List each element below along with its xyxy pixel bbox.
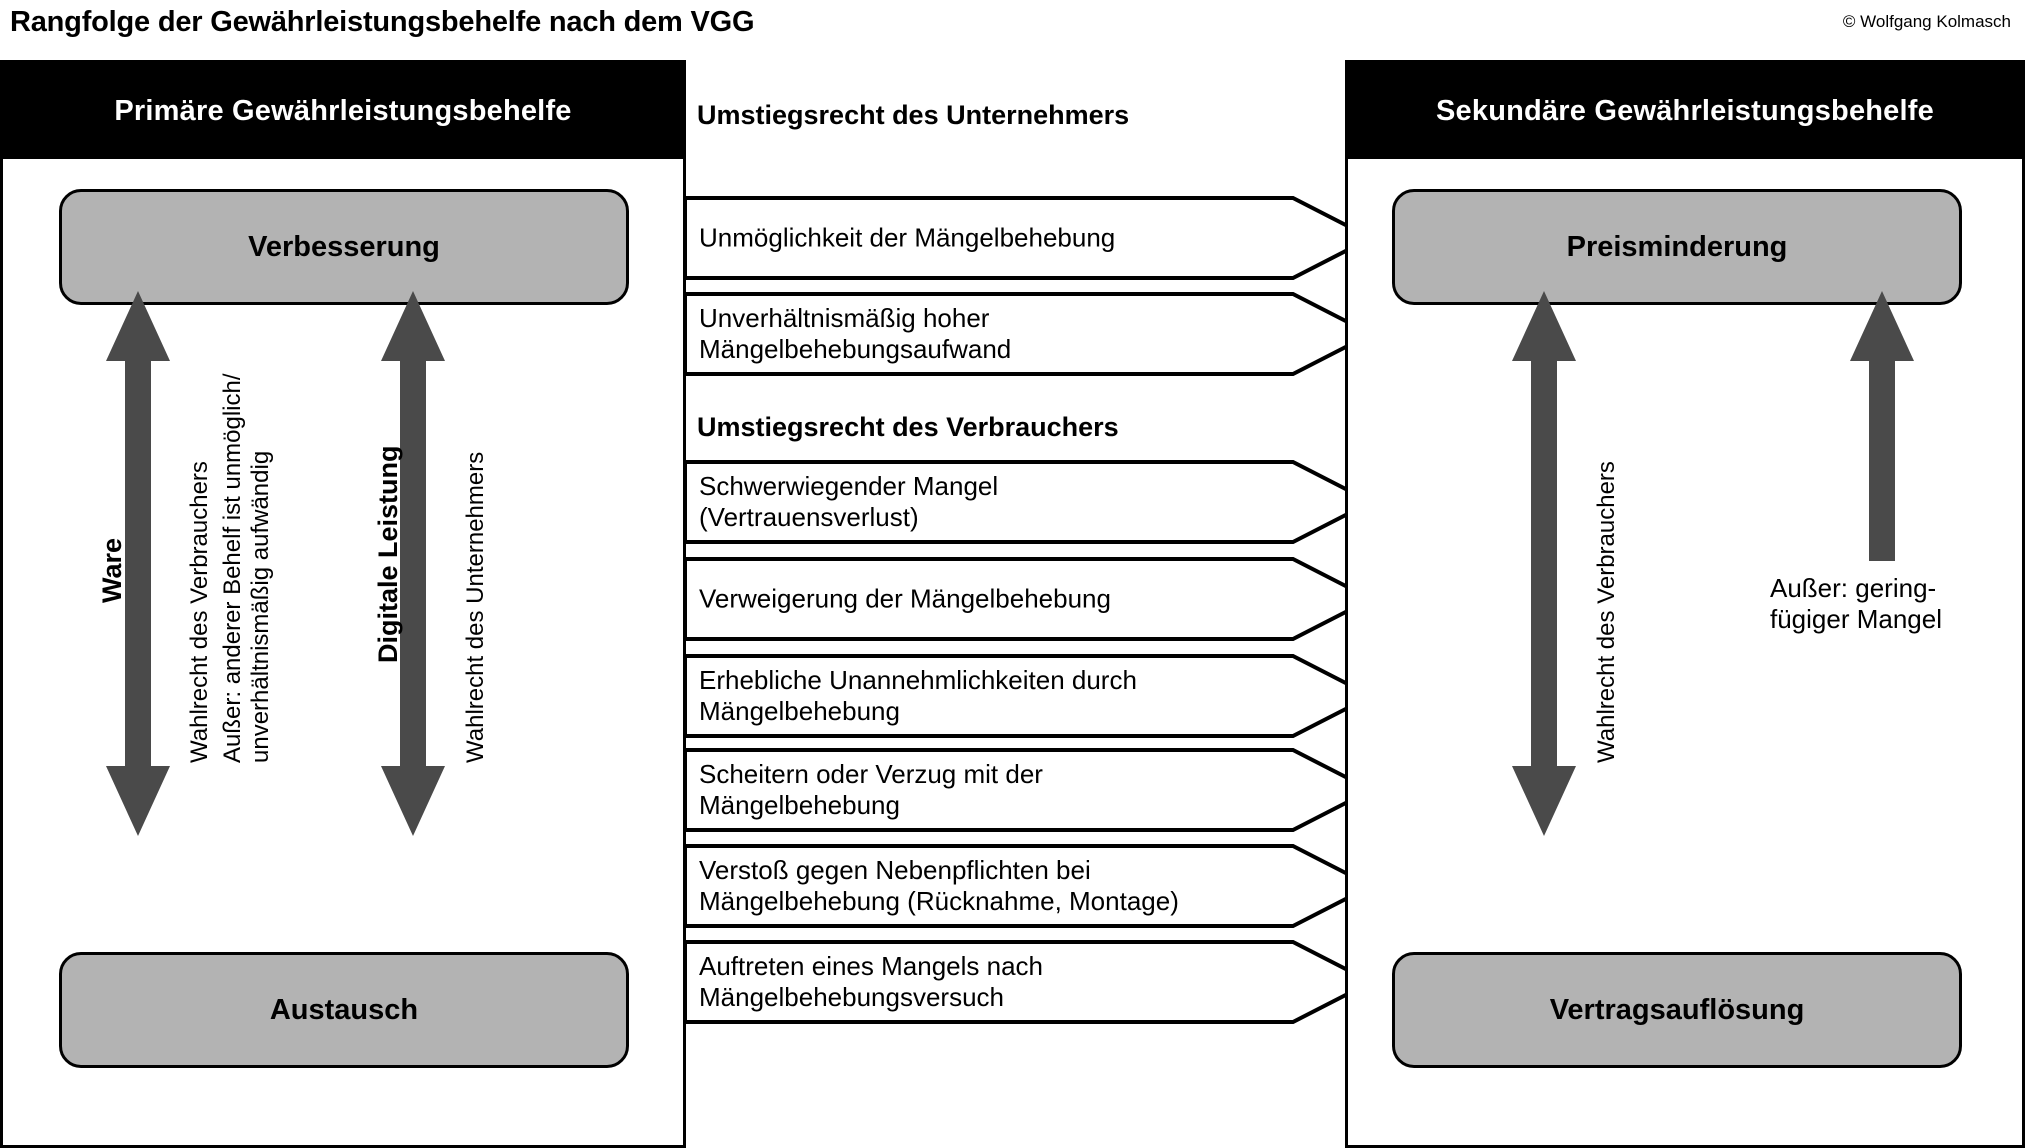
arrow-geringfuegiger-mangel-up — [1850, 291, 1914, 561]
chevron-label: Verstoß gegen Nebenpflichten bei Mängelb… — [699, 854, 1179, 916]
chevron-label: Scheitern oder Verzug mit der Mängelbehe… — [699, 758, 1043, 820]
section-heading-verbraucher: Umstiegsrecht des Verbrauchers — [697, 412, 1119, 442]
chevron-erhebliche-unannehmlichkeiten[interactable]: Erhebliche Unannehmlichkeiten durch Mäng… — [683, 654, 1376, 738]
transition-rights-column: Umstiegsrecht des Unternehmers Unmöglich… — [683, 60, 1376, 1148]
secondary-remedies-header: Sekundäre Gewährleistungsbehelfe — [1348, 63, 2022, 159]
chevron-schwerwiegender-mangel[interactable]: Schwerwiegender Mangel (Vertrauensverlus… — [683, 460, 1376, 544]
chevron-unmoeglichkeit[interactable]: Unmöglichkeit der Mängelbehebung — [683, 196, 1376, 280]
label-wahlrecht-unternehmers: Wahlrecht des Unternehmers — [462, 451, 489, 763]
label-ausser-geringfuegiger-mangel: Außer: gering- fügiger Mangel — [1770, 573, 1942, 635]
box-vertragsaufloesung[interactable]: Vertragsauflösung — [1392, 952, 1962, 1068]
label-wahlrecht-verbrauchers-right: Wahlrecht des Verbrauchers — [1593, 461, 1620, 763]
chevron-label: Schwerwiegender Mangel (Vertrauensverlus… — [699, 470, 999, 532]
chevron-label: Verweigerung der Mängelbehebung — [699, 583, 1111, 614]
chevron-unverhaeltnismaessig-aufwand[interactable]: Unverhältnismäßig hoher Mängelbehebungsa… — [683, 292, 1376, 376]
secondary-remedies-panel: Sekundäre Gewährleistungsbehelfe Preismi… — [1345, 60, 2025, 1148]
box-austausch[interactable]: Austausch — [59, 952, 629, 1068]
chevron-auftreten-mangel-nach-versuch[interactable]: Auftreten eines Mangels nach Mängelbeheb… — [683, 940, 1376, 1024]
chevron-label: Erhebliche Unannehmlichkeiten durch Mäng… — [699, 664, 1137, 726]
label-ware: Ware — [97, 537, 127, 603]
section-heading-unternehmer: Umstiegsrecht des Unternehmers — [697, 100, 1130, 130]
chevron-scheitern-verzug[interactable]: Scheitern oder Verzug mit der Mängelbehe… — [683, 748, 1376, 832]
box-preisminderung[interactable]: Preisminderung — [1392, 189, 1962, 305]
chevron-label: Unverhältnismäßig hoher Mängelbehebungsa… — [699, 302, 1012, 364]
chevron-label: Auftreten eines Mangels nach Mängelbeheb… — [699, 950, 1043, 1012]
label-digitale-leistung: Digitale Leistung — [373, 445, 403, 663]
box-verbesserung[interactable]: Verbesserung — [59, 189, 629, 305]
page-title: Rangfolge der Gewährleistungsbehelfe nac… — [10, 6, 755, 38]
arrow-wahlrecht-verbrauchers-double — [1512, 291, 1576, 836]
arrow-ware-double — [106, 291, 170, 836]
arrow-digitale-leistung-double — [381, 291, 445, 836]
chevron-verstoss-nebenpflichten[interactable]: Verstoß gegen Nebenpflichten bei Mängelb… — [683, 844, 1376, 928]
chevron-label: Unmöglichkeit der Mängelbehebung — [699, 222, 1116, 253]
copyright-notice: © Wolfgang Kolmasch — [1842, 12, 2011, 31]
primary-remedies-panel: Primäre Gewährleistungsbehelfe Verbesser… — [0, 60, 686, 1148]
label-ausser-anderer-behelf: Außer: anderer Behelf ist unmöglich/ unv… — [219, 373, 275, 763]
label-wahlrecht-verbrauchers-left: Wahlrecht des Verbrauchers — [186, 461, 213, 763]
chevron-verweigerung[interactable]: Verweigerung der Mängelbehebung — [683, 557, 1376, 641]
primary-remedies-header: Primäre Gewährleistungsbehelfe — [3, 63, 683, 159]
